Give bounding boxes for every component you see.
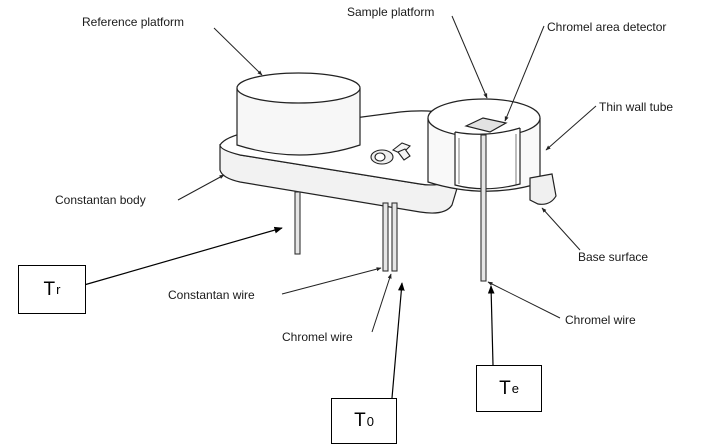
reference-wire-shape <box>294 191 301 255</box>
constantan-wire-label: Constantan wire <box>168 288 255 302</box>
pin-fixture-shape <box>370 142 411 165</box>
t-e-main: T <box>499 377 511 399</box>
reference-platform-shape <box>236 72 361 156</box>
label-leaders <box>177 15 597 333</box>
temperature-arrows <box>83 226 495 399</box>
chromel-wire-center-shape <box>391 202 398 272</box>
constantan-wire-shape <box>382 202 389 272</box>
wires <box>294 134 487 282</box>
t-r-main: T <box>43 278 56 300</box>
t-r-arrow <box>83 226 283 286</box>
t-r-sub: r <box>56 282 61 297</box>
thin-wall-tube-label: Thin wall tube <box>599 100 674 114</box>
t-e-arrow <box>487 285 495 366</box>
chromel-wire-right-shape <box>480 134 487 282</box>
chromel-wire-center-label: Chromel wire <box>282 330 353 344</box>
t-e-sub: e <box>511 381 519 396</box>
sample-platform-label: Sample platform <box>347 5 435 19</box>
t-0-arrow <box>391 282 405 399</box>
reference-platform-label: Reference platform <box>82 15 185 29</box>
base-surface-label: Base surface <box>578 250 649 264</box>
constantan-body-label: Constantan body <box>55 193 146 207</box>
chromel-area-detector-label: Chromel area detector <box>547 20 667 34</box>
chromel-wire-right-label: Chromel wire <box>565 313 636 327</box>
t-0-sub: 0 <box>366 413 374 429</box>
t-0-main: T <box>354 410 366 431</box>
